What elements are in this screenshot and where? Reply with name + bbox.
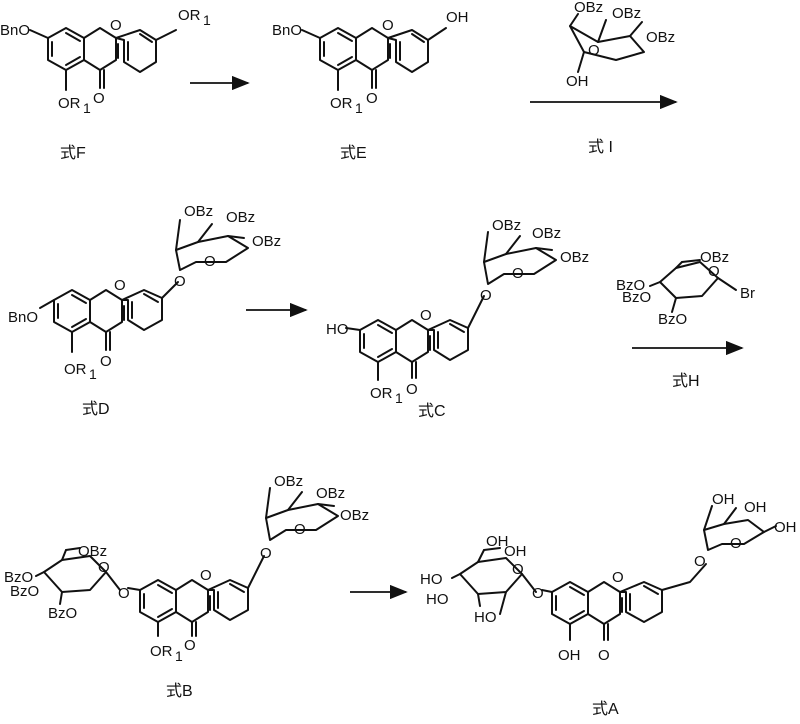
h-bzo-2: BzO [622,289,651,306]
b-link-o-glc: O [118,585,130,602]
c-link-o: O [480,287,492,304]
a-carbonyl-o: O [598,647,610,664]
carbonyl-o-label: O [93,90,105,107]
r1-sub: 1 [83,100,91,116]
or1-label: OR [58,95,81,112]
e-oh-label: OH [446,9,469,26]
a-link-o-glc: O [532,585,544,602]
a-sugar-o: O [730,535,742,552]
caption-F: 式F [60,144,86,162]
sugar-obz-1: OBz [574,0,603,16]
c-obz-2: OBz [532,225,561,242]
c-sugar-o: O [512,265,524,282]
caption-D: 式D [82,400,110,418]
a-ho-1: HO [420,571,443,588]
h-bzo-1: BzO [616,277,645,294]
reagent-I-sugar: OBz OBz OBz O OH [566,0,675,90]
b-bzo-3: BzO [48,605,77,622]
e-r1-sub: 1 [355,100,363,116]
ring-o-label: O [110,17,122,34]
h-obz-top: OBz [700,249,729,266]
caption-H: 式H [672,372,700,390]
or1-label-top: OR [178,7,201,24]
c-ring-o: O [420,307,432,324]
reagent-H-glucosyl-bromide: OBz BzO BzO BzO O Br [616,249,755,328]
a-link-o: O [694,553,706,570]
a-ring-o: O [612,569,624,586]
c-ho-label: HO [326,321,349,338]
b-bzo-2: BzO [10,583,39,600]
caption-A: 式A [592,700,619,718]
compound-D: BnO O OR 1 O O OBz OBz OBz O [8,203,281,382]
compound-B: OBz BzO BzO BzO O O O OR 1 O O OBz OBz O… [4,473,369,664]
b-obz-top: OBz [78,543,107,560]
d-ring-o: O [114,277,126,294]
b-link-o: O [260,545,272,562]
d-obz-1: OBz [184,203,213,220]
b-obz-1: OBz [274,473,303,490]
e-bno-label: BnO [272,22,302,39]
a-ho-3: HO [474,609,497,626]
c-carbonyl-o: O [406,381,418,398]
caption-C: 式C [418,402,446,420]
d-carbonyl-o: O [100,353,112,370]
d-obz-2: OBz [226,209,255,226]
a-oh-1: OH [712,491,735,508]
b-obz-3: OBz [340,507,369,524]
sugar-ring-o: O [588,42,600,59]
compound-C: HO O OR 1 O O OBz OBz OBz O [326,217,589,406]
sugar-obz-3: OBz [646,29,675,46]
compound-F: BnO O OR 1 O OR 1 [0,7,211,116]
h-ring-o: O [708,263,720,280]
compound-E: BnO O OR 1 O OH [272,9,469,116]
c-or1-label: OR [370,385,393,402]
sugar-oh: OH [566,73,589,90]
c-obz-3: OBz [560,249,589,266]
a-ho-2: HO [426,591,449,608]
e-carbonyl-o: O [366,90,378,107]
caption-B: 式B [166,682,193,700]
r1-sub-top: 1 [203,12,211,28]
c-r1-sub: 1 [395,390,403,406]
b-r1-sub: 1 [175,648,183,664]
b-obz-2: OBz [316,485,345,502]
b-ring-o: O [200,567,212,584]
c-obz-1: OBz [492,217,521,234]
h-br: Br [740,285,755,302]
e-ring-o: O [382,17,394,34]
a-oh-top2: OH [504,543,527,560]
d-link-o: O [174,273,186,290]
a-oh-3: OH [774,519,797,536]
d-bno-label: BnO [8,309,38,326]
a-oh-top1: OH [486,533,509,550]
b-sugar-o: O [294,521,306,538]
caption-E: 式E [340,144,367,162]
bno-label: BnO [0,22,30,39]
d-or1-label: OR [64,361,87,378]
b-glc-ring-o: O [98,559,110,576]
d-obz-3: OBz [252,233,281,250]
compound-A: OH OH HO HO HO O O O OH O O OH OH OH O [420,491,797,664]
d-r1-sub: 1 [89,366,97,382]
e-or1-label: OR [330,95,353,112]
d-sugar-o: O [204,253,216,270]
b-carbonyl-o: O [184,637,196,654]
caption-I: 式 I [588,138,613,156]
sugar-obz-2: OBz [612,5,641,22]
b-or1-label: OR [150,643,173,660]
a-oh-5: OH [558,647,581,664]
h-bzo-3: BzO [658,311,687,328]
b-bzo-1: BzO [4,569,33,586]
a-oh-2: OH [744,499,767,516]
a-glc-ring-o: O [512,561,524,578]
